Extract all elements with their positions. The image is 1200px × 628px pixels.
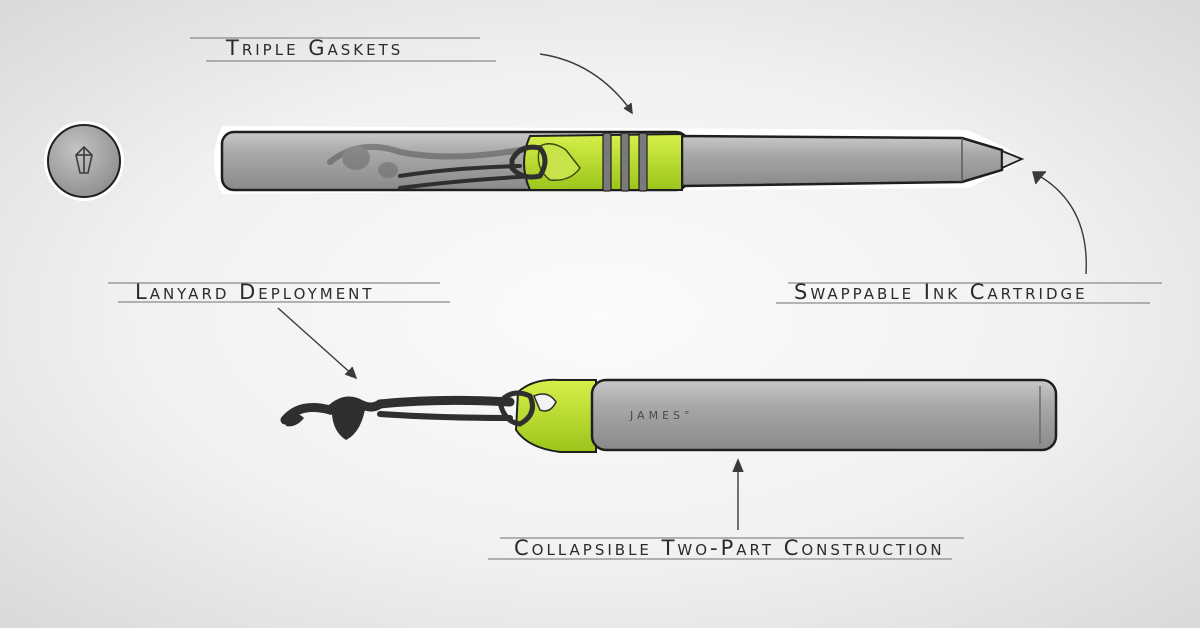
label-collapsible-construction: Collapsible Two-Part Construction — [514, 536, 945, 560]
triple-gaskets — [602, 132, 648, 192]
label-lanyard-deployment: Lanyard Deployment — [135, 280, 375, 304]
lanyard-cord — [280, 395, 515, 440]
gem-logo-icon — [75, 145, 93, 174]
callout-arrows — [277, 53, 1087, 530]
arrow-triple-gaskets — [539, 53, 633, 113]
label-triple-gaskets: Triple Gaskets — [226, 36, 404, 60]
label-swappable-ink-cartridge: Swappable Ink Cartridge — [794, 280, 1088, 304]
collapsed-pen — [280, 378, 1058, 453]
pen-barrel-collapsed — [590, 378, 1058, 452]
label-underlines — [108, 37, 1162, 560]
arrow-ink-cartridge — [1035, 173, 1087, 275]
pen-front-section — [680, 134, 1004, 188]
arrow-lanyard — [277, 307, 355, 377]
assembled-pen — [214, 126, 1025, 194]
end-cap — [44, 121, 124, 201]
ink-tip — [1001, 149, 1025, 170]
brand-mark: JAMES° — [630, 409, 694, 422]
